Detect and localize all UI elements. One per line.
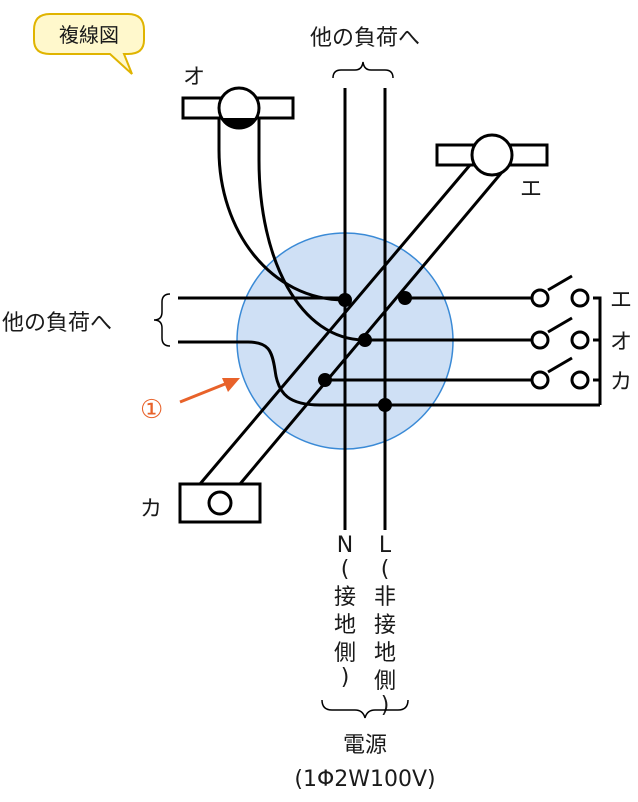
live-note-5: ): [381, 693, 390, 718]
neutral-note-1: 接: [334, 585, 356, 610]
switch-e: [530, 274, 590, 308]
live-note-0: (: [381, 557, 390, 582]
neutral-note-0: (: [341, 557, 350, 582]
callout-number: ①: [140, 395, 163, 425]
other-load-wire-2: [178, 340, 600, 407]
junction-dot-2: [398, 291, 412, 305]
switch-common-bus: [593, 296, 602, 405]
neutral-note-2: 地: [334, 613, 356, 638]
neutral-letter: N: [337, 533, 353, 558]
neutral-note-3: 側: [334, 641, 356, 666]
switch-e-label: エ: [610, 288, 632, 313]
junction-dot-1: [338, 293, 352, 307]
fixture-e-wire-1: [198, 164, 472, 485]
fixture-e-label: エ: [520, 177, 542, 202]
live-note-3: 地: [374, 641, 396, 666]
other-load-top-label: 他の負荷へ: [310, 26, 420, 51]
switch-o-label: オ: [610, 330, 632, 355]
other-load-left-label: 他の負荷へ: [2, 311, 112, 336]
power-spec-label: (1Φ2W100V): [294, 767, 435, 792]
left-brace: [153, 293, 171, 347]
neutral-note-4: ): [341, 665, 350, 690]
fixture-o-label: オ: [183, 65, 205, 90]
fixture-o-lamp-base: [222, 118, 256, 128]
junction-dot-3: [358, 333, 372, 347]
top-brace: [332, 61, 394, 79]
power-source-label: 電源: [343, 733, 387, 758]
badge: 複線図: [33, 13, 145, 75]
badge-text: 複線図: [59, 23, 119, 47]
switch-ka: [530, 356, 590, 390]
live-letter: L: [379, 533, 392, 558]
fixture-ka-lamp: [207, 490, 233, 516]
fixture-ka-label: カ: [140, 497, 162, 522]
switch-ka-label: カ: [610, 370, 632, 395]
fixture-e-wire-2: [238, 164, 510, 485]
switch-o: [530, 316, 590, 350]
junction-dot-4: [318, 373, 332, 387]
live-note-4: 側: [374, 669, 396, 694]
fixture-o-wire-inner: [257, 118, 366, 342]
fixture-e-lamp: [470, 133, 514, 177]
fixture-o-wire-outer: [217, 118, 346, 302]
callout-arrowhead: [222, 378, 240, 392]
live-note-1: 非: [374, 585, 396, 610]
callout-arrow-line: [179, 382, 226, 404]
junction-dot-5: [378, 398, 392, 412]
bottom-brace: [321, 699, 409, 719]
live-note-2: 接: [374, 613, 396, 638]
